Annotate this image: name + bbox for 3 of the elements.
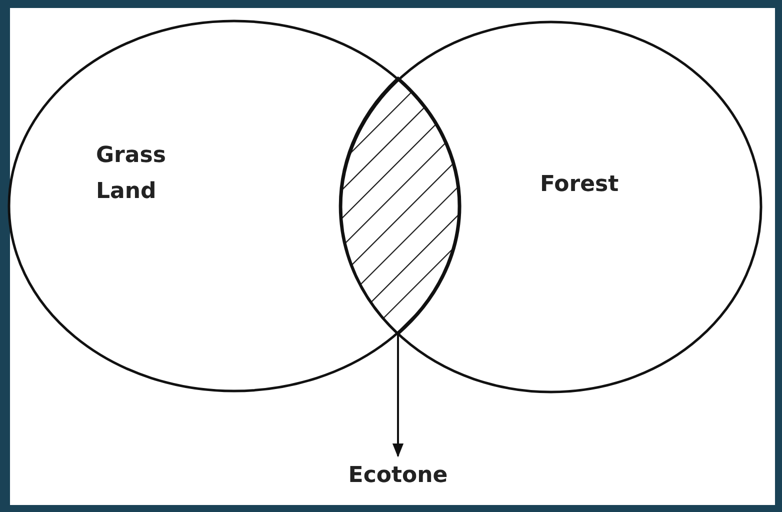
- region-label: Grass Land: [96, 142, 167, 206]
- ecotone-label: Ecotone: [347, 462, 449, 490]
- region-label: Forest: [540, 171, 620, 199]
